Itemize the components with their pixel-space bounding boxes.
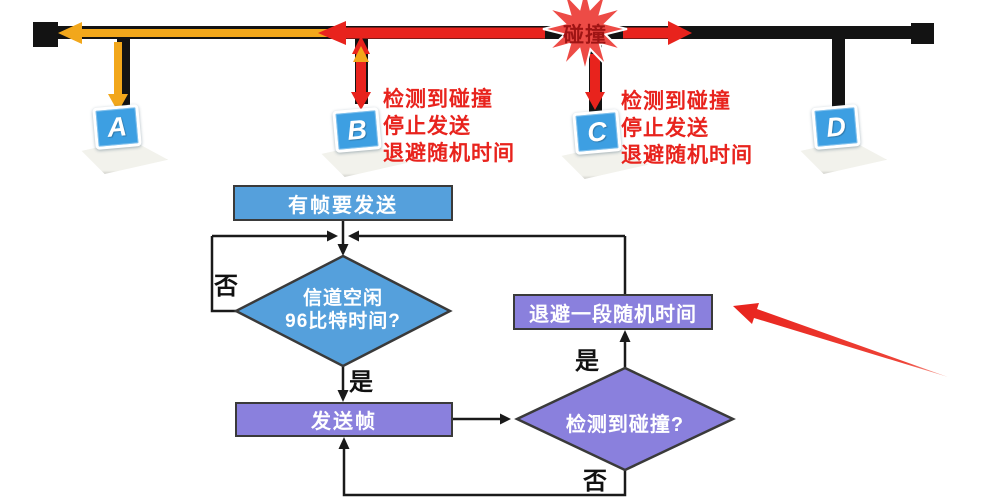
station-a-label: A — [105, 110, 128, 143]
flow-start-box: 有帧要发送 — [233, 185, 453, 221]
note-line: 退避随机时间 — [383, 142, 515, 165]
collision-label: 碰撞 — [563, 24, 607, 47]
bus-terminator-right — [911, 23, 934, 44]
flowchart-connectors — [210, 221, 627, 497]
decision-channel-idle-text: 信道空闲 96比特时间? — [253, 287, 433, 333]
flow-send-frame-box: 发送帧 — [235, 402, 453, 437]
red-signal-arrows — [318, 21, 692, 110]
laptop-screen: B — [332, 107, 382, 153]
laptop-screen: D — [811, 104, 861, 150]
note-line: 停止发送 — [383, 115, 471, 138]
decision-collision-text: 检测到碰撞? — [565, 414, 685, 436]
station-c: C — [552, 109, 648, 179]
decision-collision-diamond — [514, 366, 736, 472]
branch-no-idle: 否 — [214, 273, 238, 300]
station-c-note: 检测到碰撞 停止发送 退避随机时间 — [621, 88, 753, 169]
note-line: 检测到碰撞 — [383, 88, 493, 111]
decision-line: 96比特时间? — [285, 311, 401, 332]
branch-yes-collision: 是 — [575, 348, 599, 375]
flow-backoff-box: 退避一段随机时间 — [513, 294, 713, 330]
bus-terminator-left — [33, 22, 58, 47]
highlight-arrow-icon — [733, 303, 948, 377]
yellow-signal-arrows — [58, 22, 350, 112]
drop-cable-d — [832, 38, 845, 110]
laptop-screen: A — [92, 104, 142, 150]
branch-no-collision: 否 — [583, 468, 607, 495]
station-b-label: B — [345, 113, 368, 146]
station-a: A — [72, 104, 168, 174]
station-b: B — [312, 107, 408, 177]
note-line: 退避随机时间 — [621, 144, 753, 167]
station-c-label: C — [585, 115, 608, 148]
laptop-screen: C — [572, 109, 622, 155]
decision-line: 信道空闲 — [302, 288, 383, 309]
flowchart-arrowheads — [327, 230, 631, 449]
station-d: D — [791, 104, 887, 174]
note-line: 检测到碰撞 — [621, 90, 731, 113]
collision-starburst-icon — [542, 0, 628, 72]
station-b-note: 检测到碰撞 停止发送 退避随机时间 — [383, 86, 515, 167]
station-d-label: D — [824, 110, 847, 143]
note-line: 停止发送 — [621, 117, 709, 140]
branch-yes-idle: 是 — [349, 369, 373, 396]
decision-channel-idle-diamond — [233, 254, 453, 368]
